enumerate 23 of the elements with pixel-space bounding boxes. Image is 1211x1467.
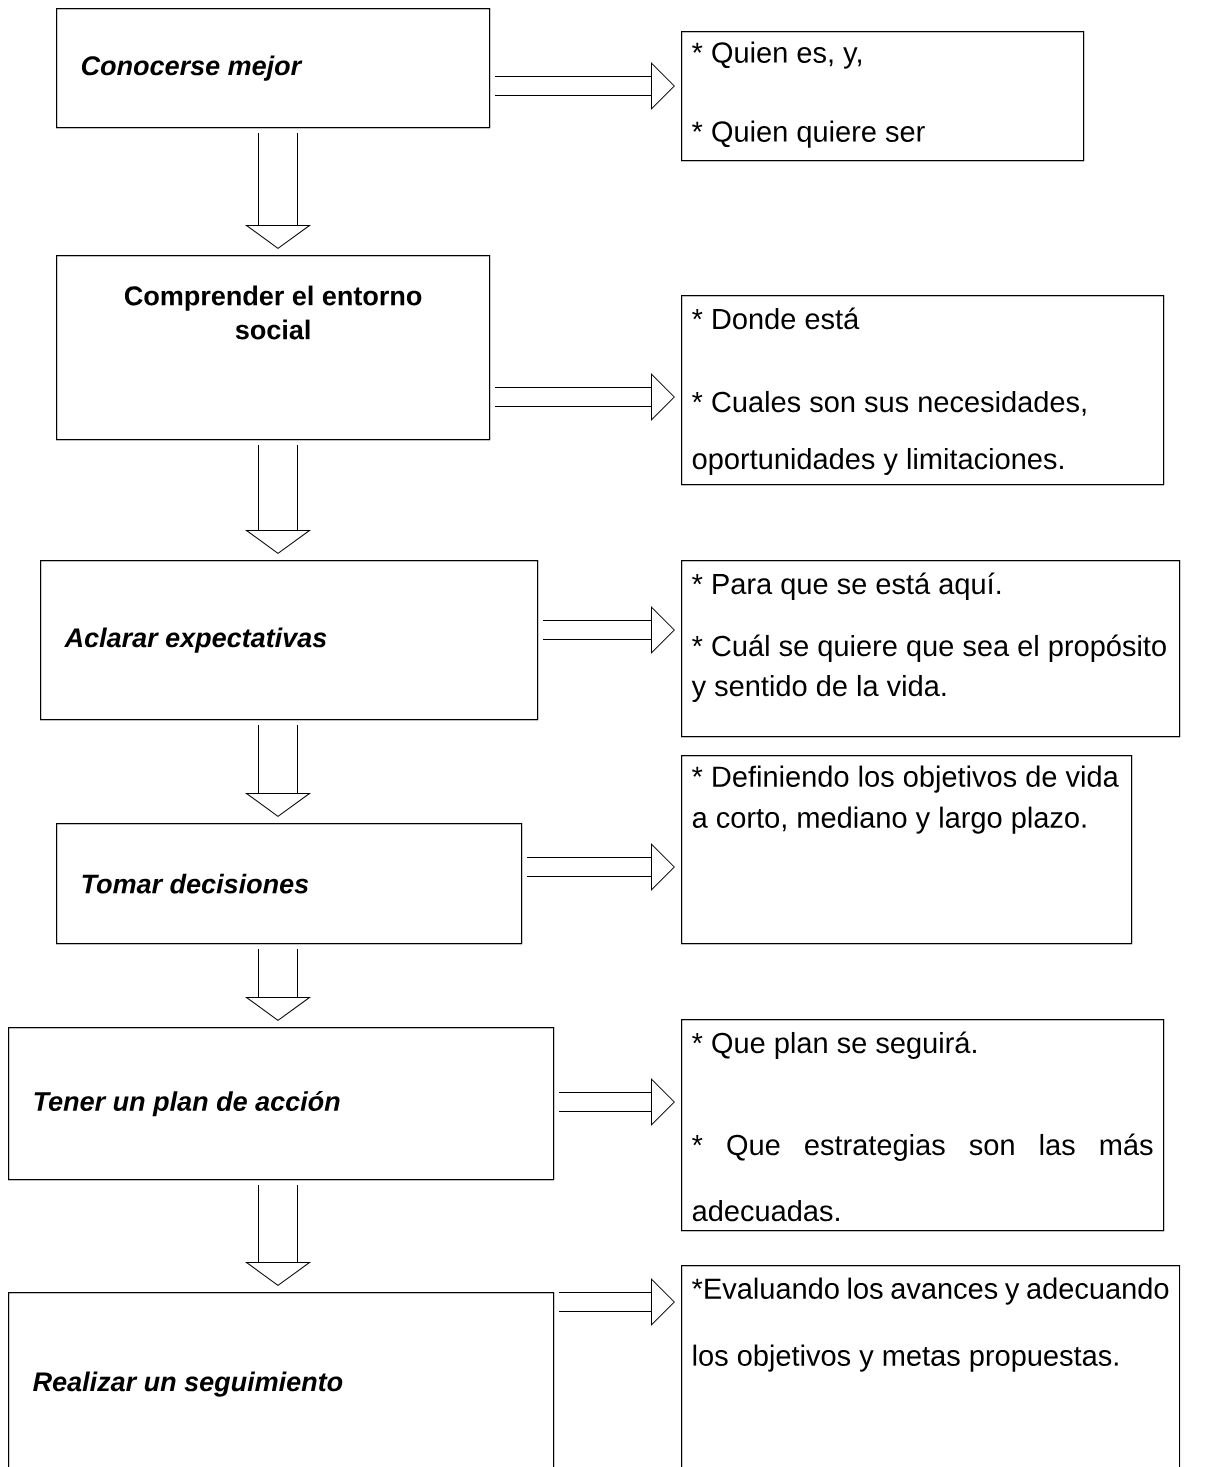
- block-arrow: [527, 843, 675, 891]
- block-arrow: [245, 725, 311, 817]
- block-arrow: [559, 1078, 675, 1126]
- process-box: Tomar decisiones: [56, 823, 523, 945]
- process-box: * Quien es, y, * Quien quiere ser: [681, 31, 1085, 162]
- process-box: Comprender el entorno social: [56, 255, 491, 441]
- block-arrow: [245, 445, 311, 554]
- process-box: * Definiendo los objetivos de vida a corto, mediano y largo plazo.: [681, 755, 1133, 945]
- process-box: *Evaluando los avances y adecuando los objetivos y metas propuestas.: [681, 1265, 1181, 1467]
- block-arrow: [495, 373, 675, 421]
- block-arrow: [245, 133, 311, 249]
- process-box: Tener un plan de acción: [8, 1027, 555, 1181]
- block-arrow: [495, 62, 675, 110]
- block-arrow: [559, 1278, 675, 1326]
- process-box: Conocerse mejor: [56, 8, 491, 129]
- process-box: Aclarar expectativas: [40, 560, 539, 721]
- block-arrow: [245, 949, 311, 1021]
- block-arrow: [245, 1185, 311, 1286]
- process-box: * Donde está * Cuales son sus necesidades, oportunidades y limitaciones.: [681, 295, 1165, 486]
- process-box: Realizar un seguimiento: [8, 1292, 555, 1467]
- process-box: * Para que se está aquí. * Cuál se quiere que sea el propósito y sentido de la vida.: [681, 560, 1181, 738]
- block-arrow: [543, 606, 675, 654]
- process-box: * Que plan se seguirá. * Que estrategias son las más adecuadas.: [681, 1019, 1165, 1232]
